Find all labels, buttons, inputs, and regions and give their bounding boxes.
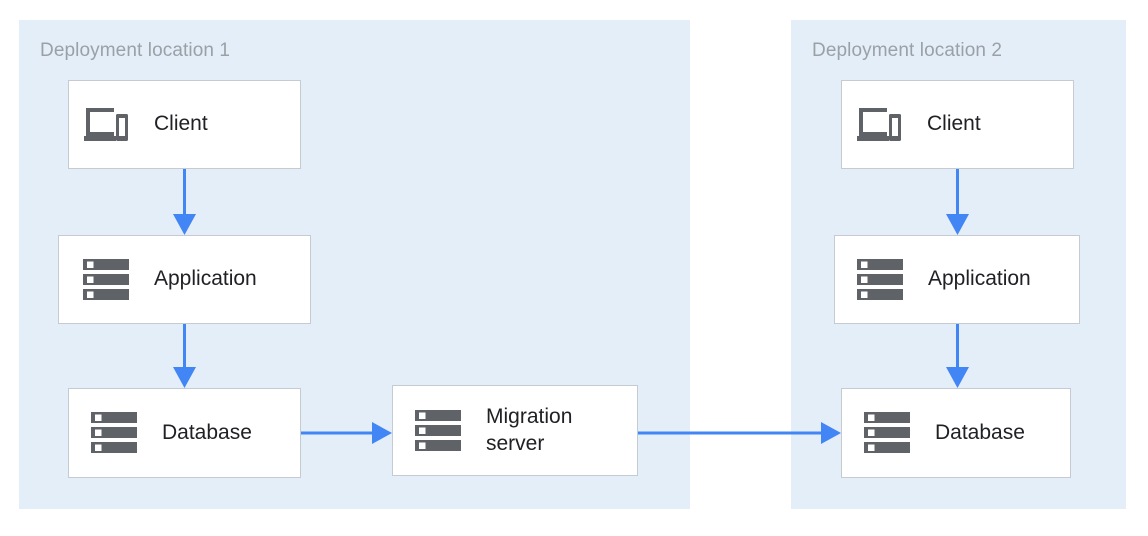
server-rack-icon — [415, 409, 461, 452]
node-client-1-label: Client — [154, 112, 208, 136]
server-rack-icon — [864, 412, 910, 454]
node-migration-server[interactable]: Migration server — [392, 385, 638, 476]
node-client-2[interactable]: Client — [841, 80, 1074, 169]
server-rack-icon — [857, 258, 903, 301]
node-application-1[interactable]: Application — [58, 235, 311, 324]
node-application-2-label: Application — [928, 267, 1031, 291]
node-database-2[interactable]: Database — [841, 388, 1071, 478]
node-client-2-label: Client — [927, 112, 981, 136]
node-application-2[interactable]: Application — [834, 235, 1080, 324]
server-rack-icon — [91, 412, 137, 454]
node-database-2-label: Database — [935, 420, 1025, 444]
node-database-1-label: Database — [162, 420, 252, 444]
deployment-location-1-label: Deployment location 1 — [40, 40, 231, 61]
client-devices-icon — [856, 105, 902, 145]
node-database-1[interactable]: Database — [68, 388, 301, 478]
node-client-1[interactable]: Client — [68, 80, 301, 169]
client-devices-icon — [83, 105, 129, 145]
deployment-location-2-label: Deployment location 2 — [812, 40, 1003, 61]
node-migration-server-label: Migration server — [486, 404, 573, 455]
node-application-1-label: Application — [154, 267, 257, 291]
server-rack-icon — [83, 258, 129, 301]
